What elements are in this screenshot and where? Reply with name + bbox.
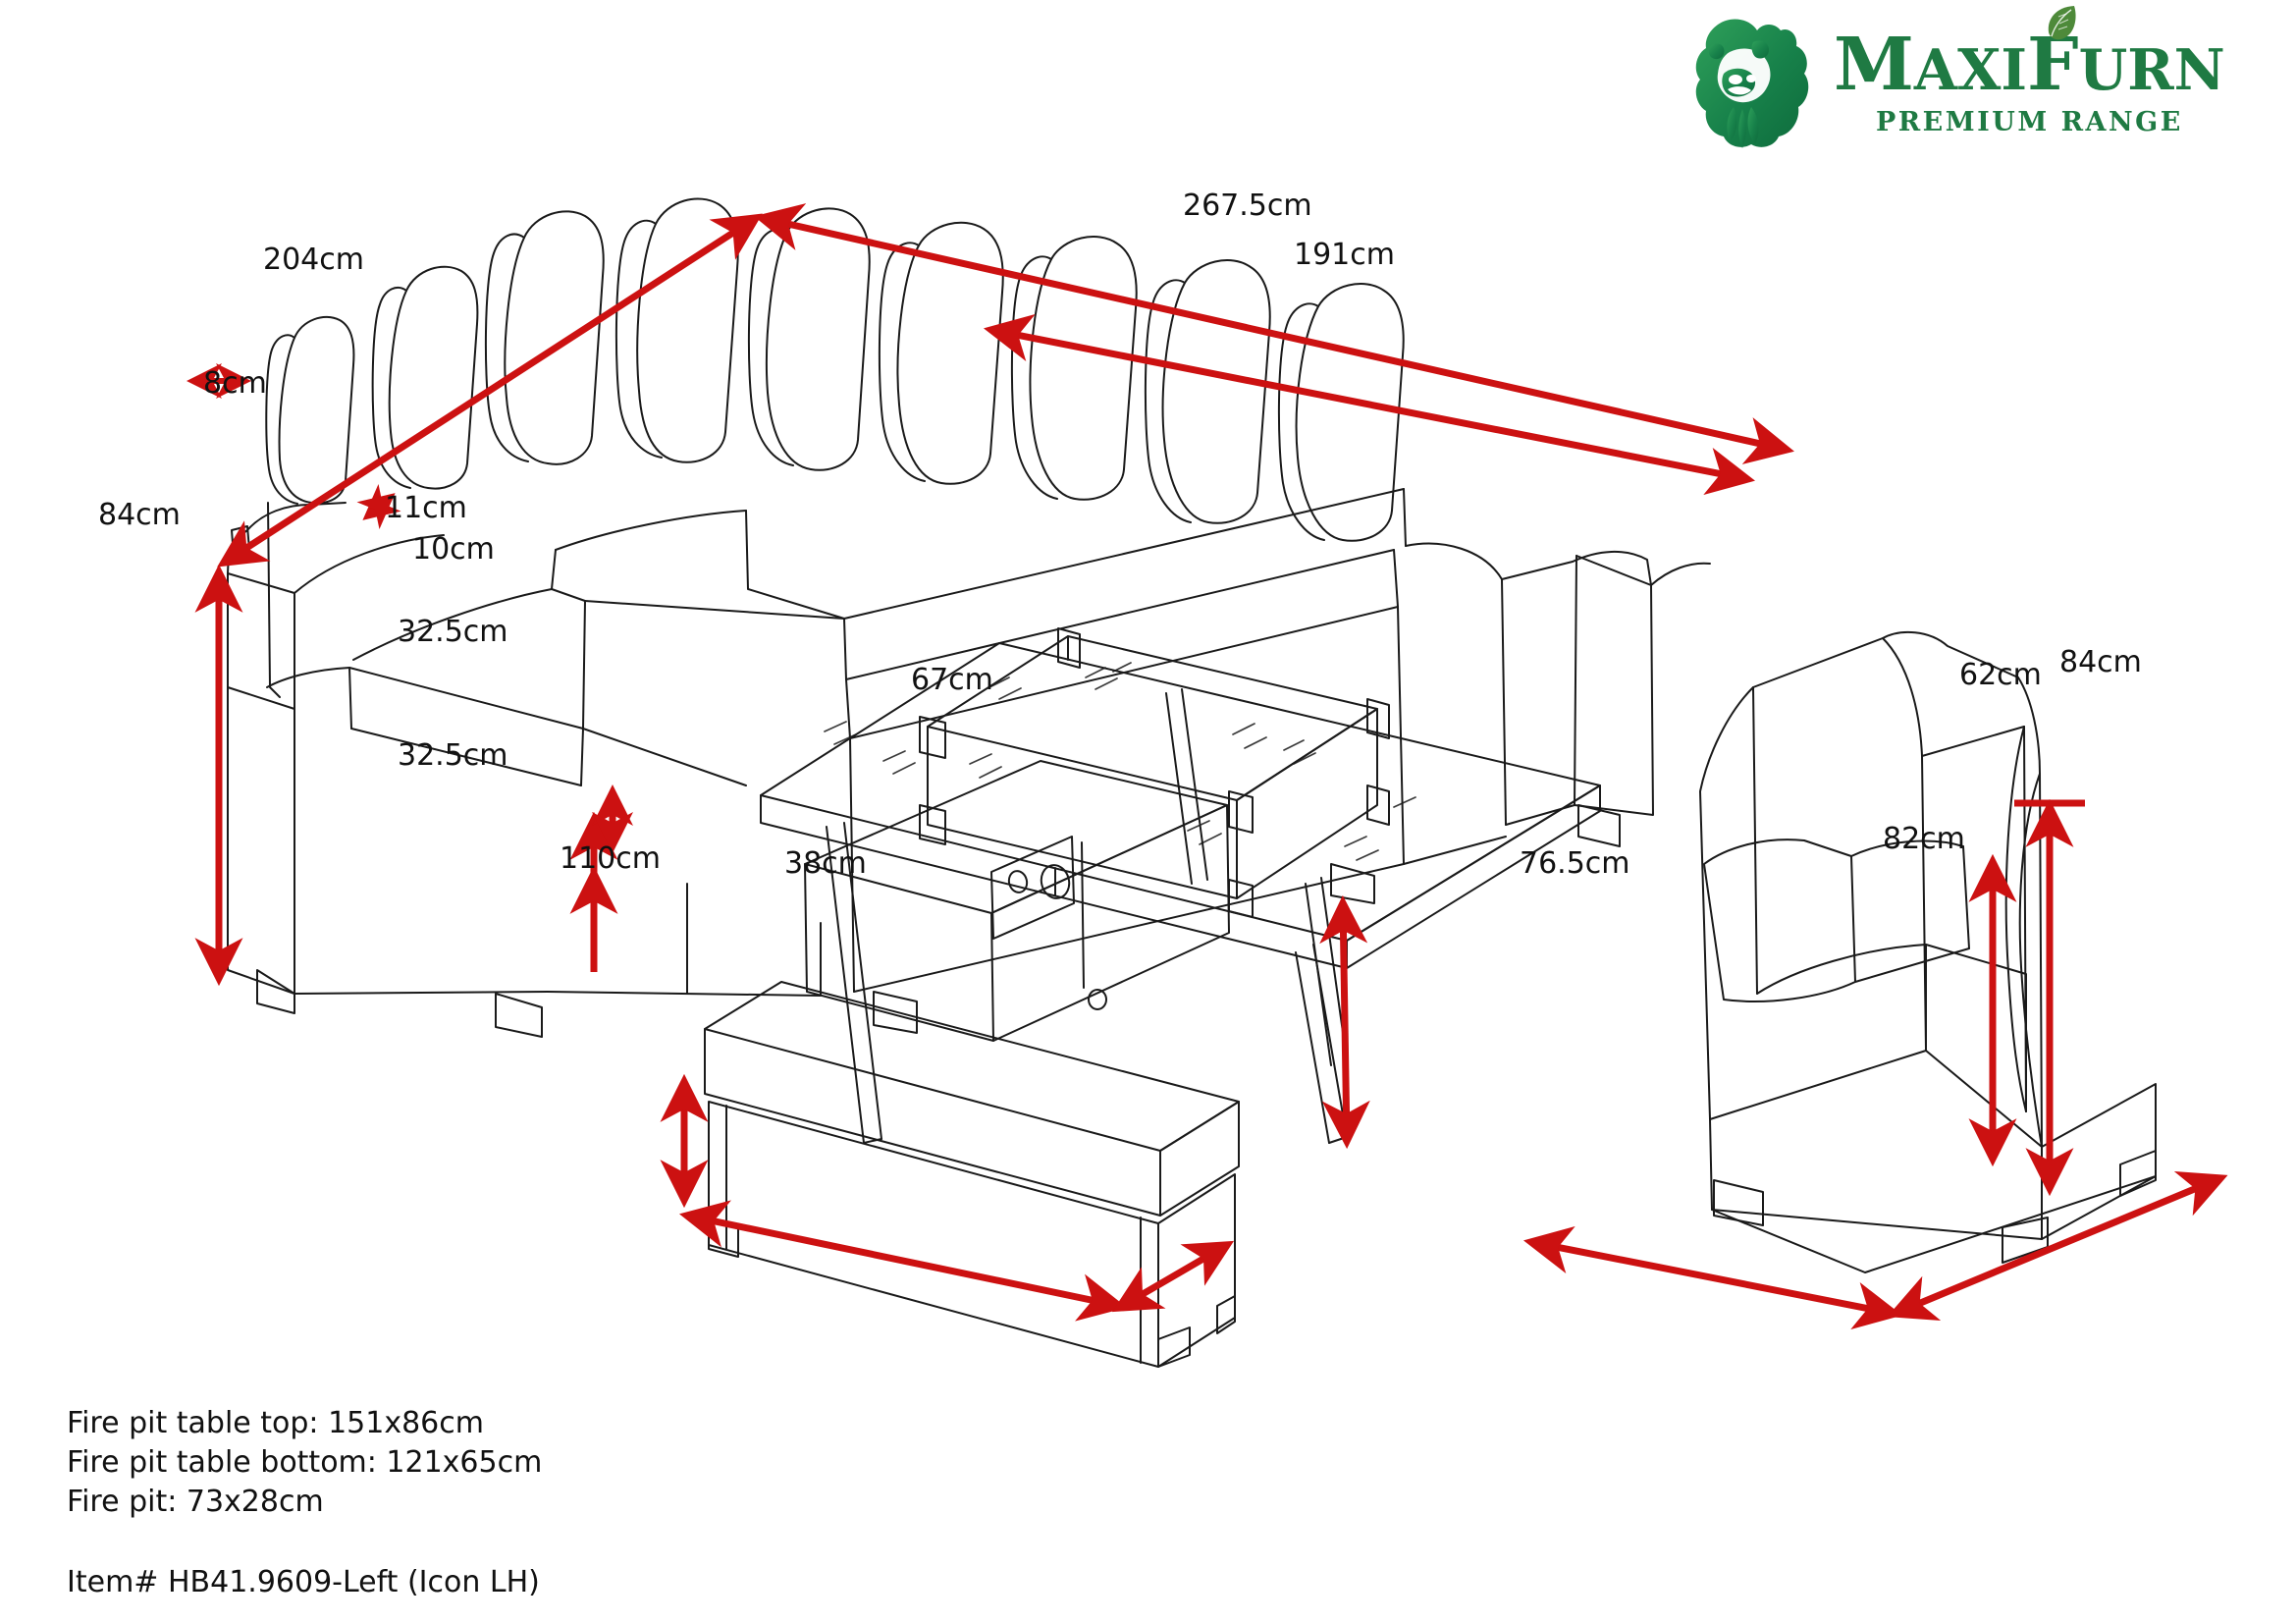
- brand-text: MAXIFURN: [1834, 5, 2225, 103]
- dim-label-82cm: 82cm: [1883, 822, 1965, 856]
- brand-axi: AXI: [1913, 36, 2028, 103]
- logo-wordmark: MAXIFURN PREMIUM RANGE: [1834, 5, 2225, 137]
- dim-label-84cm-sofa: 84cm: [98, 498, 181, 532]
- dim-label-67cm: 67cm: [911, 663, 993, 697]
- dim-arrow-267-5cm: [754, 203, 1794, 464]
- dim-label-32-5cm-seat: 32.5cm: [398, 615, 508, 649]
- specification-notes: Fire pit table top: 151x86cm Fire pit ta…: [67, 1404, 950, 1602]
- dim-label-38cm: 38cm: [784, 846, 867, 881]
- leaf-icon: [2048, 5, 2076, 39]
- dim-arrow-191cm: [983, 313, 1756, 496]
- maxifurn-logo: MAXIFURN PREMIUM RANGE: [1669, 5, 2258, 155]
- dim-label-8cm: 8cm: [203, 366, 267, 401]
- note-table-top: Fire pit table top: 151x86cm: [67, 1406, 484, 1440]
- lion-head-icon: [1695, 19, 1809, 148]
- note-fire-pit: Fire pit: 73x28cm: [67, 1485, 324, 1519]
- logo-tagline: PREMIUM RANGE: [1875, 106, 2183, 137]
- dim-label-110cm: 110cm: [560, 841, 661, 876]
- dim-arrow-204cm: [217, 213, 763, 568]
- dim-arrow-82cm: [1887, 1171, 2228, 1321]
- dim-label-204cm: 204cm: [263, 243, 364, 277]
- dim-arrow-38cm: [1111, 1240, 1235, 1313]
- dim-label-76-5cm: 76.5cm: [1520, 846, 1630, 881]
- dim-arrow-67cm: [1319, 894, 1370, 1150]
- dim-label-62cm: 62cm: [1959, 658, 2042, 692]
- brand-urn: URN: [2078, 36, 2225, 103]
- dim-arrow-110cm: [679, 1200, 1127, 1322]
- dim-label-11cm: 11cm: [385, 491, 467, 525]
- item-number: Item# HB41.9609-Left (Icon LH): [67, 1565, 540, 1599]
- dim-arrow-11cm: [356, 483, 401, 530]
- dim-label-32-5cm-bench: 32.5cm: [398, 738, 508, 773]
- brand-m: M: [1834, 22, 1914, 107]
- dim-label-84cm-chair: 84cm: [2059, 645, 2142, 679]
- dim-label-10cm: 10cm: [412, 532, 495, 567]
- dim-label-191cm: 191cm: [1294, 238, 1395, 272]
- note-table-bottom: Fire pit table bottom: 121x65cm: [67, 1445, 543, 1480]
- dim-label-267-5cm: 267.5cm: [1183, 189, 1312, 223]
- brand-f: F: [2027, 22, 2079, 107]
- dim-arrow-76-5cm: [1522, 1225, 1903, 1330]
